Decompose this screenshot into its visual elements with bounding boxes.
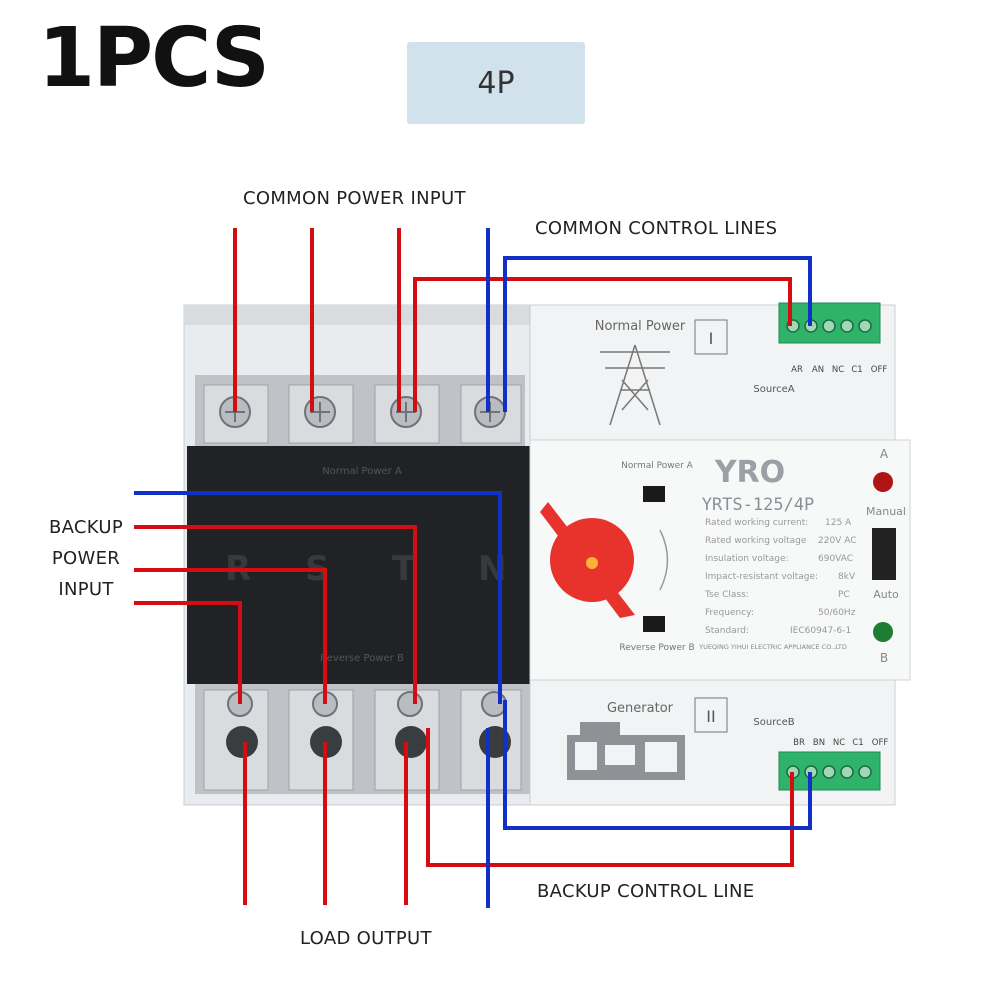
variant-label: 4P bbox=[477, 65, 515, 101]
wire-control-bn bbox=[503, 700, 812, 830]
indicator-b-label: B bbox=[880, 651, 888, 665]
terminal-b-c1: C1 bbox=[852, 738, 863, 748]
spec-value-6: IEC60947-6-1 bbox=[790, 626, 851, 636]
mode-auto-label: Auto bbox=[873, 588, 899, 601]
normal-power-label: Normal Power bbox=[595, 319, 686, 334]
indicator-a-lamp bbox=[873, 472, 893, 492]
spec-label-3: Impact-resistant voltage: bbox=[705, 572, 818, 582]
common-control-lines-label: COMMON CONTROL LINES bbox=[535, 218, 778, 239]
model-label: YRTS-125/4P bbox=[702, 495, 815, 515]
wire-backup-t bbox=[134, 525, 417, 704]
spec-value-3: 8kV bbox=[838, 572, 856, 582]
brand-logo: YRO bbox=[714, 455, 785, 490]
wire-backup-s bbox=[134, 568, 327, 704]
panel-normal-power-a: Normal Power A bbox=[621, 461, 693, 471]
wire-control-an bbox=[503, 256, 812, 412]
quantity-label: 1PCS bbox=[38, 11, 270, 106]
spec-label-2: Insulation voltage: bbox=[705, 554, 789, 564]
spec-value-4: PC bbox=[838, 590, 850, 600]
spec-value-2: 690VAC bbox=[818, 554, 853, 564]
indicator-b-lamp bbox=[873, 622, 893, 642]
backup-power-input-label: BACKUP POWER INPUT bbox=[38, 512, 134, 605]
backup-power-input-line-3: INPUT bbox=[58, 579, 114, 600]
wire-control-ar bbox=[413, 277, 792, 412]
phase-letter-t: T bbox=[392, 549, 416, 589]
rotate-arrow-icon bbox=[659, 529, 669, 591]
roman-one: I bbox=[709, 329, 714, 348]
terminal-a-ar: AR bbox=[791, 365, 803, 375]
spec-label-4: Tse Class: bbox=[704, 590, 749, 600]
panel-reverse-power-b: Reverse Power B bbox=[619, 643, 694, 653]
backup-power-input-line-2: POWER bbox=[51, 548, 121, 569]
roman-two: II bbox=[706, 707, 715, 726]
generator-label: Generator bbox=[607, 701, 674, 716]
terminal-a-nc: NC bbox=[832, 365, 844, 375]
reverse-power-b-label: Reverse Power B bbox=[320, 653, 404, 664]
rotary-handle[interactable] bbox=[540, 502, 635, 618]
source-b-label: SourceB bbox=[753, 717, 794, 728]
wiring-overlay bbox=[134, 228, 812, 908]
terminal-b-bn: BN bbox=[813, 738, 825, 748]
backup-control-line-label: BACKUP CONTROL LINE bbox=[537, 881, 755, 902]
wire-control-br bbox=[426, 728, 794, 867]
generator-icon bbox=[567, 722, 685, 780]
wire-backup-n bbox=[134, 491, 502, 704]
switch-body: Normal Power A Reverse Power B R S T N bbox=[183, 302, 911, 806]
mode-switch[interactable] bbox=[872, 528, 896, 580]
spec-value-0: 125 A bbox=[825, 518, 852, 528]
terminal-a-c1: C1 bbox=[851, 365, 862, 375]
terminal-a-an: AN bbox=[812, 365, 824, 375]
maker-label: YUEQING YIHUI ELECTRIC APPLIANCE CO.,LTD bbox=[698, 643, 847, 651]
phase-letter-n: N bbox=[478, 549, 506, 589]
terminal-b-off: OFF bbox=[872, 738, 889, 748]
spec-label-1: Rated working voltage bbox=[705, 536, 807, 546]
normal-power-a-label: Normal Power A bbox=[322, 466, 402, 477]
spec-label-6: Standard: bbox=[705, 626, 749, 636]
pylon-icon bbox=[600, 344, 670, 426]
variant-chip[interactable]: 4P bbox=[407, 42, 585, 124]
source-a-label: SourceA bbox=[753, 384, 794, 395]
indicator-a-label: A bbox=[880, 447, 889, 461]
mode-manual-label: Manual bbox=[866, 505, 906, 518]
load-output-label: LOAD OUTPUT bbox=[300, 928, 432, 949]
wire-backup-r bbox=[134, 601, 242, 704]
backup-power-input-line-1: BACKUP bbox=[48, 517, 124, 538]
spec-label-5: Frequency: bbox=[705, 608, 754, 618]
terminal-b-nc: NC bbox=[833, 738, 845, 748]
spec-value-5: 50/60Hz bbox=[818, 608, 856, 618]
terminal-b-br: BR bbox=[793, 738, 805, 748]
spec-label-0: Rated working current: bbox=[705, 518, 808, 528]
common-power-input-label: COMMON POWER INPUT bbox=[243, 188, 466, 209]
terminal-a-off: OFF bbox=[871, 365, 888, 375]
spec-value-1: 220V AC bbox=[818, 536, 856, 546]
